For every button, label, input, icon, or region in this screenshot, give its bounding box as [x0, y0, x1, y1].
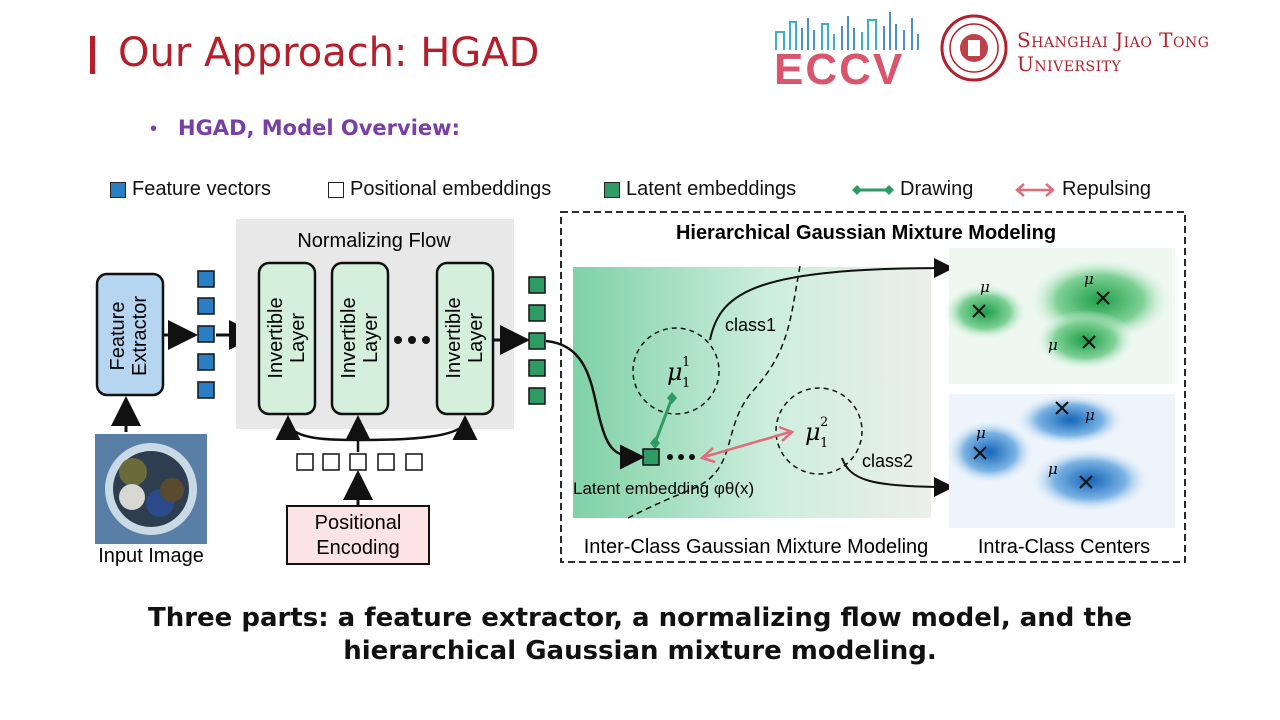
svg-text:μ: μ	[1084, 270, 1094, 288]
feature-vector-stack	[197, 270, 215, 399]
blue-square-icon	[110, 181, 126, 198]
legend-label: Drawing	[900, 178, 974, 200]
legend-label: Positional embeddings	[350, 178, 552, 200]
svg-text:μ: μ	[1048, 460, 1058, 478]
legend-feature-vectors: Feature vectors	[110, 178, 271, 201]
caption-line1: Three parts: a feature extractor, a norm…	[147, 603, 1133, 633]
input-image-label: Input Image	[98, 545, 204, 567]
svg-text:2: 2	[820, 415, 828, 430]
svg-text:μ: μ	[980, 278, 990, 296]
intra-class-label: Intra-Class Centers	[978, 536, 1150, 558]
drawing-line	[653, 397, 674, 444]
class2-cluster	[775, 387, 863, 475]
mu-class1: μ	[667, 358, 683, 386]
university-name-line1: Shanghai Jiao Tong	[1017, 28, 1210, 52]
title-accent-bar	[90, 36, 95, 74]
legend-repulsing: Repulsing	[1014, 178, 1151, 201]
svg-text:Invertible: Invertible	[338, 297, 360, 378]
positional-encoding-box	[286, 505, 430, 565]
svg-text:1: 1	[682, 355, 690, 370]
feature-extractor-label-line2: Extractor	[129, 296, 151, 376]
intra-class-blue-panel: μ μ μ	[946, 394, 1175, 528]
skyline-icon	[775, 12, 919, 50]
eccv-wordmark: ECCV	[774, 45, 904, 88]
bullet-heading: HGAD, Model Overview:	[178, 116, 460, 140]
caption-line2: hierarchical Gaussian mixture modeling.	[343, 636, 937, 666]
feature-extractor-box	[95, 272, 165, 397]
svg-text:1: 1	[820, 436, 828, 451]
sjtu-seal-icon	[940, 14, 1008, 82]
white-square-icon	[328, 181, 344, 198]
hgmm-region	[560, 211, 1186, 563]
repulsing-arrow	[699, 425, 795, 464]
legend-drawing: Drawing	[852, 178, 973, 201]
bullet-dot-icon: •	[150, 118, 158, 140]
positional-encoding-label-line1: Positional	[315, 512, 402, 534]
legend-label: Repulsing	[1062, 178, 1151, 200]
university-name: Shanghai Jiao Tong University	[1017, 28, 1209, 76]
legend-positional-embeddings: Positional embeddings	[328, 178, 551, 201]
ellipsis-icon	[394, 336, 430, 344]
latent-point	[642, 448, 660, 466]
green-double-diamond-arrow-icon	[852, 184, 894, 195]
svg-text:μ: μ	[1085, 406, 1095, 424]
inter-class-label: Inter-Class Gaussian Mixture Modeling	[584, 536, 929, 558]
hgmm-title: Hierarchical Gaussian Mixture Modeling	[676, 222, 1056, 244]
svg-text:1: 1	[682, 376, 690, 391]
inter-class-panel	[573, 267, 931, 518]
latent-embedding-label: Latent embedding φθ(x)	[573, 479, 754, 498]
svg-text:Layer: Layer	[465, 313, 487, 363]
svg-text:Invertible: Invertible	[265, 297, 287, 378]
green-square-icon	[604, 181, 620, 198]
svg-text:μ: μ	[976, 424, 986, 442]
input-image	[95, 434, 207, 544]
pink-double-arrow-icon	[1015, 182, 1055, 197]
svg-text:Layer: Layer	[287, 313, 309, 363]
university-name-line2: University	[1017, 52, 1122, 76]
legend-latent-embeddings: Latent embeddings	[604, 178, 796, 201]
svg-text:μ: μ	[1048, 336, 1058, 354]
invertible-layer-3: Invertible Layer	[435, 261, 495, 416]
invertible-layer-2: Invertible Layer	[330, 261, 390, 416]
slide-title: Our Approach: HGAD	[118, 30, 540, 76]
slide-caption: Three parts: a feature extractor, a norm…	[0, 602, 1280, 668]
feature-extractor-label-line1: Feature	[107, 302, 129, 371]
positional-embedding-row	[296, 453, 423, 471]
class1-label: class1	[725, 315, 776, 335]
legend-label: Latent embeddings	[626, 178, 797, 200]
hgad-diagram: Input Image Feature Extractor Normalizin…	[95, 211, 1186, 567]
legend-label: Feature vectors	[132, 178, 271, 200]
intra-class-green-panel: μ μ μ	[943, 248, 1175, 384]
normalizing-flow-label: Normalizing Flow	[297, 230, 451, 252]
svg-text:Layer: Layer	[360, 313, 382, 363]
latent-embedding-stack	[528, 276, 546, 405]
positional-encoding-label-line2: Encoding	[316, 537, 399, 559]
class1-cluster	[632, 327, 720, 415]
eccv-logo: ECCV	[774, 12, 919, 88]
svg-text:Invertible: Invertible	[443, 297, 465, 378]
invertible-layer-1: Invertible Layer	[257, 261, 317, 416]
class2-label: class2	[862, 451, 913, 471]
mu-class2: μ	[805, 418, 821, 446]
